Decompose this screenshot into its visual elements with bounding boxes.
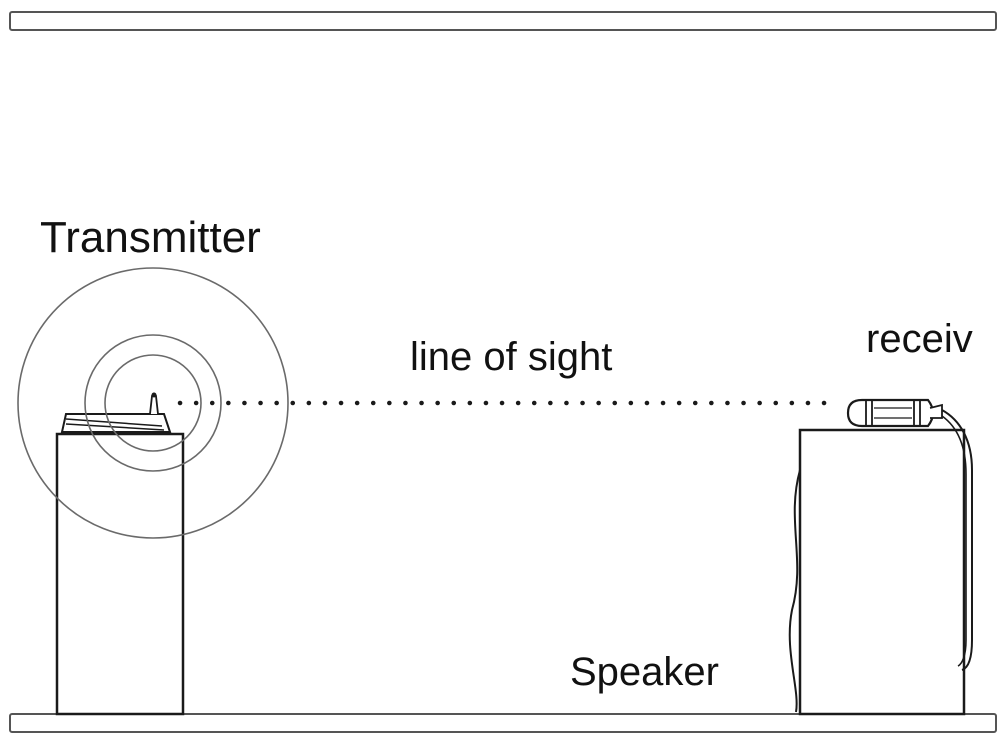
line-of-sight-label: line of sight [410,335,612,379]
speaker-side-cable [788,469,801,713]
ceiling-bar [9,11,997,31]
receiver-cable [941,409,973,671]
receiver-label: receiv [866,317,973,361]
receiver-device [846,398,943,428]
transmitter-pedestal [55,432,185,716]
signal-ring-outer [17,267,289,539]
speaker-label: Speaker [570,650,719,694]
transmitter-device [60,392,172,433]
receiver-cable-inner [941,415,967,667]
speaker-box [798,428,966,716]
signal-ring-inner [104,354,202,452]
signal-rings [17,267,289,539]
floor-bar [9,713,997,733]
signal-ring-middle [84,334,222,472]
transmitter-label: Transmitter [40,213,261,262]
